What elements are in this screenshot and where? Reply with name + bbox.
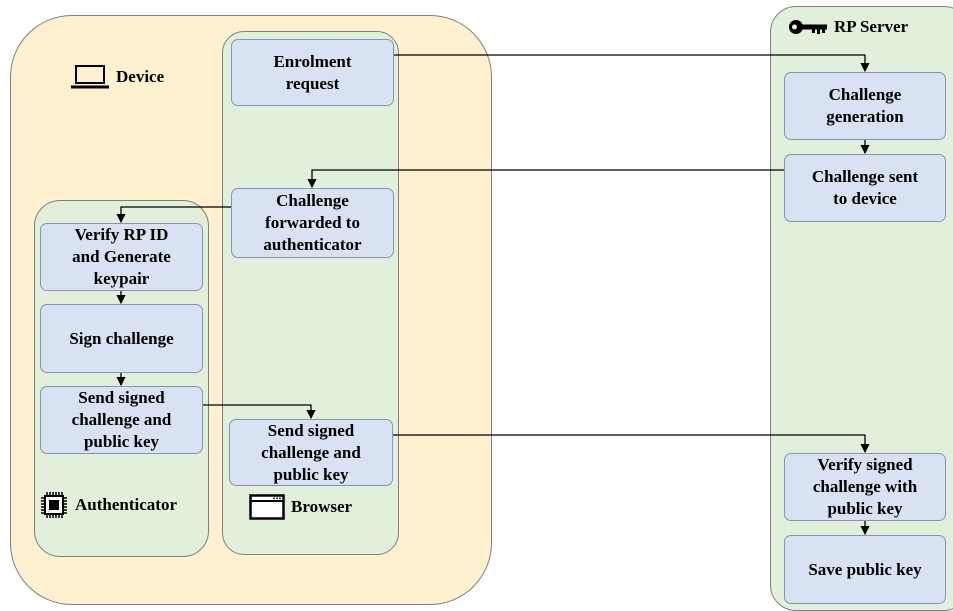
challenge-sent-step: Challenge sent to device [784,154,946,222]
authenticator-label: Authenticator [39,490,177,520]
device-label-text: Device [116,67,165,86]
challenge-generation-step: Challenge generation [784,72,946,140]
verify-rp-id-step: Verify RP ID and Generate keypair [40,223,203,291]
send-signed-authenticator-step: Send signed challenge and public key [40,386,203,454]
browser-label-text: Browser [291,497,353,516]
key-icon [788,17,828,37]
enrolment-request-step: Enrolment request [231,39,394,106]
browser-label: Browser [249,494,352,520]
send-signed-browser-step: Send signed challenge and public key [229,419,393,486]
chip-icon [39,490,69,520]
sign-challenge-step: Sign challenge [40,304,203,373]
rp-server-label-text: RP Server [834,17,909,36]
device-label: Device [70,64,164,90]
save-public-key-step: Save public key [784,535,946,604]
browser-window-icon [249,494,285,520]
challenge-forwarded-step: Challenge forwarded to authenticator [231,188,394,258]
laptop-icon [70,64,110,90]
verify-signed-step: Verify signed challenge with public key [784,453,946,521]
rp-server-label: RP Server [788,17,908,37]
authenticator-label-text: Authenticator [75,495,177,514]
